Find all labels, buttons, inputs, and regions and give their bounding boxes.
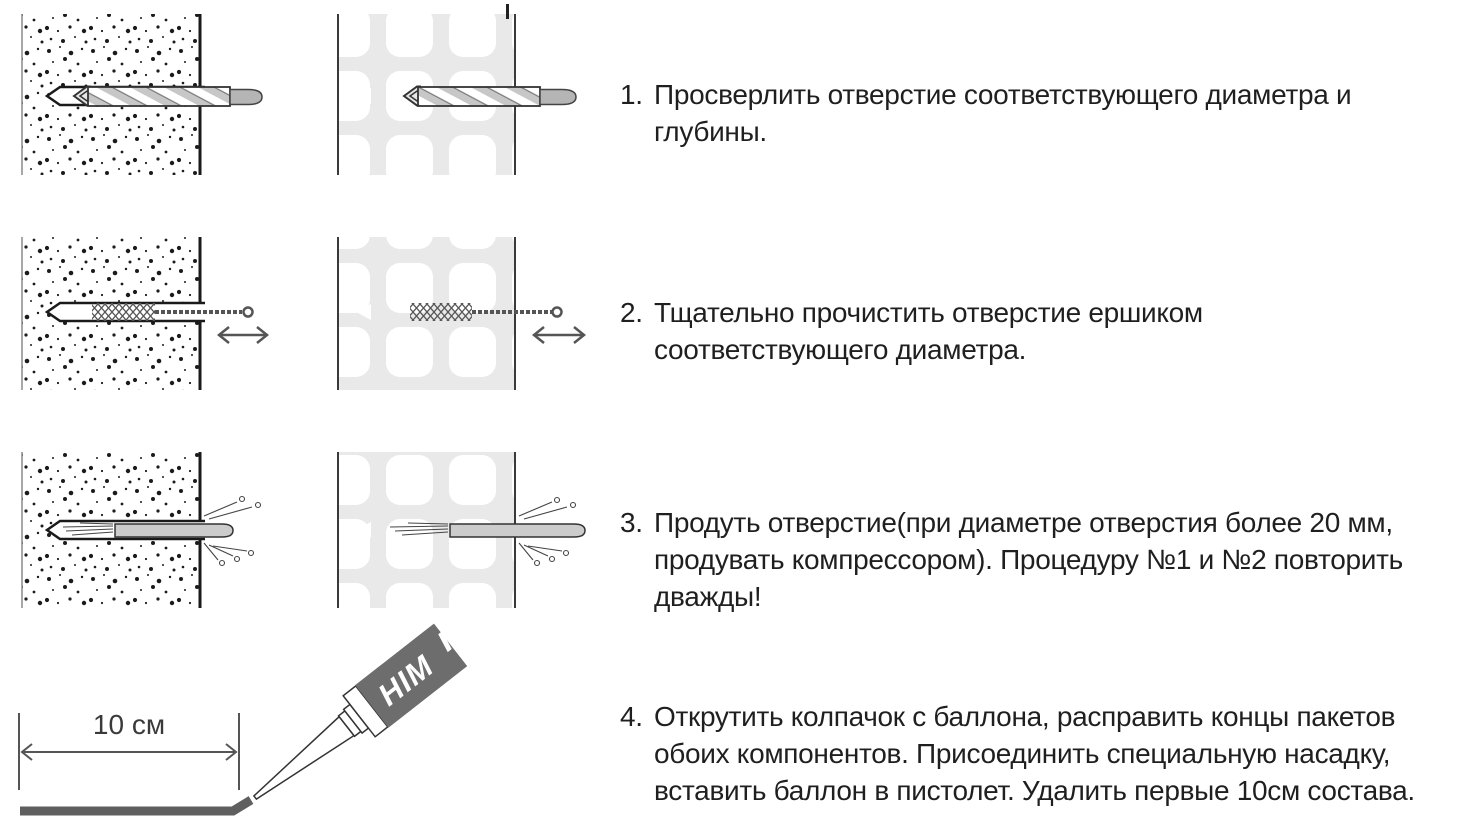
hole-notch	[356, 88, 371, 104]
cleaning-brush-icon	[92, 303, 254, 321]
step-text-line: Тщательно прочистить отверстие ершиком	[654, 297, 1203, 328]
artifact-mark	[506, 4, 509, 19]
step2-figure	[21, 237, 587, 390]
step1-figure	[21, 4, 577, 175]
hole-notch	[356, 522, 371, 538]
drill-bit-icon	[72, 85, 263, 107]
step-text: Открутить колпачок с баллона, расправить…	[654, 698, 1415, 809]
step-2: 2. Тщательно прочистить отверстие ершико…	[620, 294, 1203, 368]
step-text-line: Открутить колпачок с баллона, расправить…	[654, 701, 1396, 732]
step-text-line: продувать компрессором). Процедуру №1 и …	[654, 544, 1403, 575]
step-text: Тщательно прочистить отверстие ершиком с…	[654, 294, 1203, 368]
air-blow-tube-icon	[389, 522, 586, 538]
adhesive-bead	[20, 796, 254, 816]
back-forth-arrow-icon	[531, 326, 587, 344]
cartridge-icon: HIM	[252, 623, 468, 801]
dimension-10cm: 10 см	[18, 709, 240, 790]
step3-figure	[21, 452, 586, 608]
dust-particles	[518, 496, 577, 567]
step-text-line: Просверлить отверстие соответствующего д…	[654, 79, 1352, 110]
step-text-line: Продуть отверстие(при диаметре отверстия…	[654, 507, 1393, 538]
instructions-illustrations: 10 см HIM	[18, 4, 587, 816]
step-text-line: соответствующего диаметра.	[654, 334, 1027, 365]
hole-notch	[356, 304, 371, 320]
step-number: 3.	[620, 507, 643, 538]
step-text-line: глубины.	[654, 116, 767, 147]
step-text-line: вставить баллон в пистолет. Удалить перв…	[654, 775, 1415, 806]
back-forth-arrow-icon	[216, 326, 270, 344]
step-4: 4. Открутить колпачок с баллона, расправ…	[620, 698, 1415, 809]
step-number: 4.	[620, 701, 643, 732]
step-text-line: обоих компонентов. Присоединить специаль…	[654, 738, 1391, 769]
air-blow-tube-icon	[62, 522, 234, 538]
step4-figure: 10 см HIM	[18, 623, 468, 816]
step-number: 2.	[620, 297, 643, 328]
drill-bit-icon	[402, 85, 577, 107]
dimension-label: 10 см	[93, 709, 165, 740]
step-number: 1.	[620, 79, 643, 110]
step-3: 3. Продуть отверстие(при диаметре отверс…	[620, 504, 1403, 615]
step-text: Просверлить отверстие соответствующего д…	[654, 76, 1352, 150]
step-text: Продуть отверстие(при диаметре отверстия…	[654, 504, 1403, 615]
dust-particles	[203, 495, 262, 567]
cleaning-brush-icon	[410, 303, 563, 321]
step-1: 1. Просверлить отверстие соответствующег…	[620, 76, 1352, 150]
cartridge-body	[355, 623, 468, 728]
step-text-line: дважды!	[654, 581, 762, 612]
